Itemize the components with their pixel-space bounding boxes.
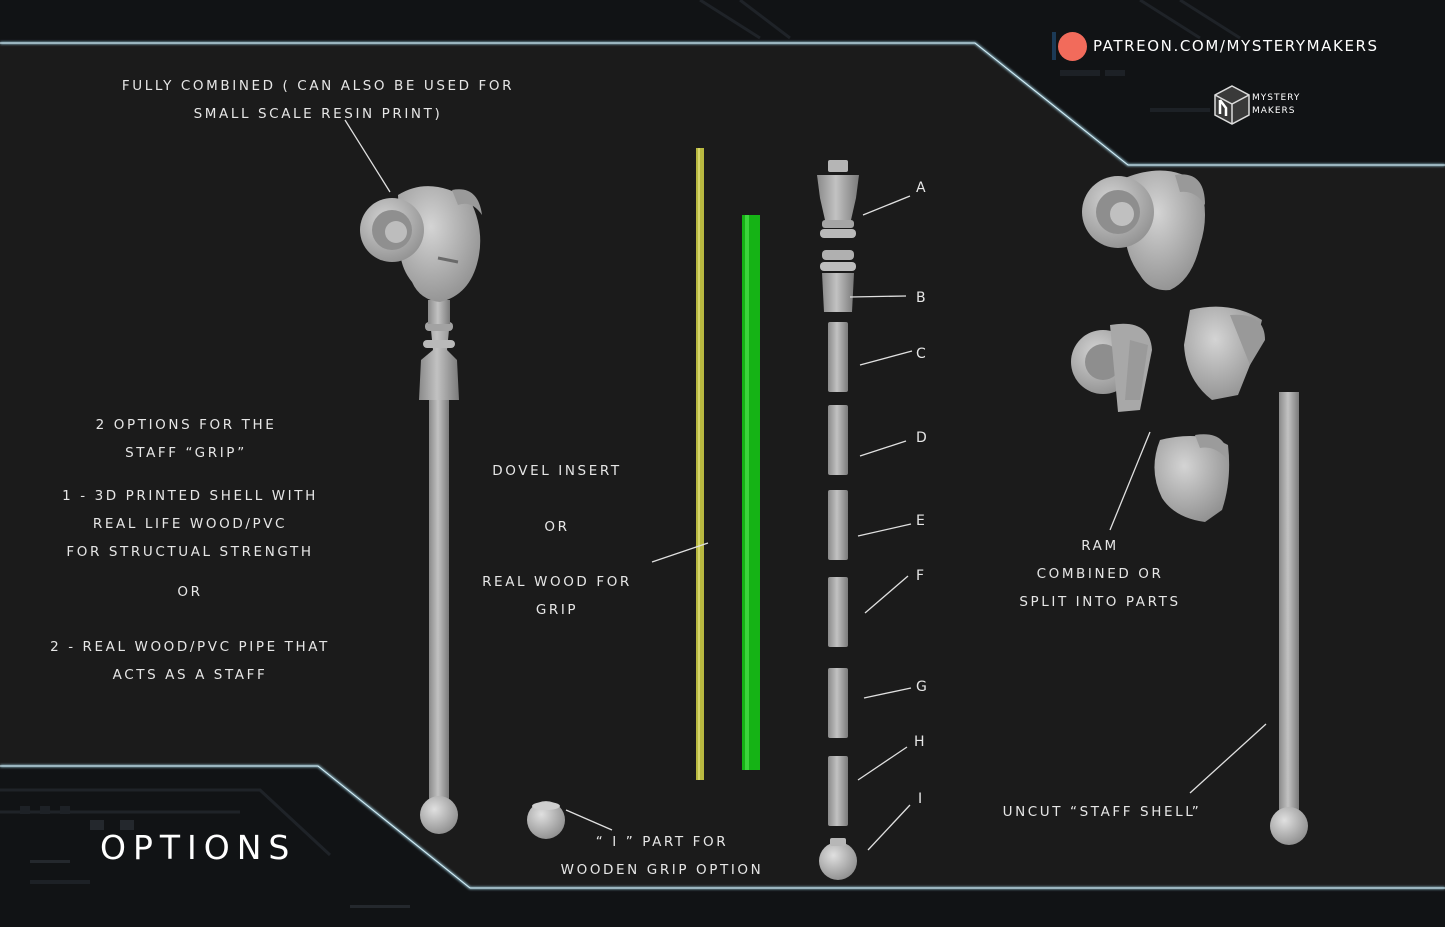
label-grip-options: 2 options for the staff “grip” [46, 411, 326, 467]
part-label-h: H [914, 734, 925, 750]
label-option-2: 2 - real wood/pvc pipe that acts as a st… [10, 633, 370, 689]
label-option-2-line-2: acts as a staff [112, 667, 268, 683]
label-uncut-staff-shell: uncut “staff shell” [1002, 804, 1202, 820]
label-fully-combined: fully combined ( can also be used for sm… [78, 72, 558, 128]
label-real-wood-line-1: real wood for [482, 574, 632, 590]
part-label-a: A [916, 180, 926, 196]
label-ram-line-2: combined or [1036, 566, 1164, 582]
label-dovel-insert: dovel insert [492, 463, 622, 479]
patreon-link[interactable]: PATREON.COM/MYSTERYMAKERS [1052, 30, 1379, 62]
label-option-1-line-1: 1 - 3d printed shell with [62, 488, 318, 504]
label-option-1-line-3: for structual strength [66, 544, 314, 560]
patreon-icon [1058, 31, 1087, 61]
page-title: OPTIONS [100, 828, 297, 867]
label-ram-line-3: split into parts [1019, 594, 1181, 610]
part-label-e: E [916, 513, 925, 529]
cube-logo-icon [1214, 85, 1250, 125]
part-label-g: G [916, 679, 927, 695]
label-or-middle: or [544, 519, 570, 535]
dowel-rod-green [742, 215, 760, 770]
label-fully-combined-line-2: small scale resin print) [193, 106, 443, 122]
label-grip-options-line-1: 2 options for the [95, 417, 277, 433]
part-label-d: D [916, 430, 927, 446]
i-part-ball [527, 801, 565, 839]
label-option-1: 1 - 3d printed shell with real life wood… [20, 482, 360, 566]
patreon-url: PATREON.COM/MYSTERYMAKERS [1093, 37, 1379, 55]
part-label-f: F [916, 568, 925, 584]
ram-parts [1071, 170, 1265, 522]
label-fully-combined-line-1: fully combined ( can also be used for [121, 78, 515, 94]
label-i-part-line-2: wooden grip option [560, 862, 764, 878]
full-staff-model [360, 186, 482, 834]
label-ram-line-1: ram [1081, 538, 1119, 554]
brand-line-2: MAKERS [1252, 106, 1296, 116]
label-option-2-line-1: 2 - real wood/pvc pipe that [50, 639, 330, 655]
brand-line-1: MYSTERY [1252, 93, 1301, 103]
mystery-makers-logo: MYSTERY MAKERS [1212, 84, 1312, 126]
part-label-c: C [916, 346, 926, 362]
label-real-wood-line-2: grip [535, 602, 579, 618]
label-real-wood: real wood for grip [457, 568, 657, 624]
uncut-staff-shell [1270, 392, 1308, 845]
part-label-b: B [916, 290, 926, 306]
exploded-parts [817, 160, 859, 880]
patreon-bar-icon [1052, 32, 1056, 60]
label-ram: ram combined or split into parts [990, 532, 1210, 616]
label-grip-options-line-2: staff “grip” [125, 445, 247, 461]
label-option-1-line-2: real life wood/pvc [92, 516, 288, 532]
label-i-part-line-1: “ i ” part for [595, 834, 729, 850]
label-or-left: or [177, 584, 203, 600]
label-i-part: “ i ” part for wooden grip option [532, 828, 792, 884]
part-label-i: I [918, 791, 923, 807]
